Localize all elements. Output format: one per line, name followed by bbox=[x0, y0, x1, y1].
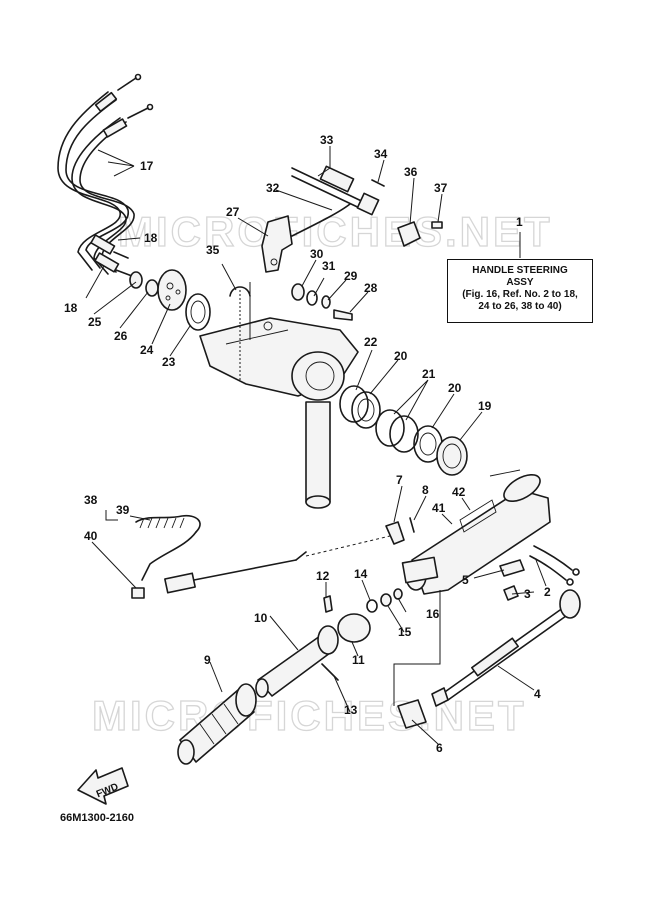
part-24-plate bbox=[157, 269, 187, 311]
watermark-top: MICROFICHES.NET bbox=[118, 208, 553, 255]
callout-17: 17 bbox=[140, 159, 154, 173]
part-23-washer bbox=[185, 293, 211, 331]
part-11-collar bbox=[337, 613, 371, 643]
leader-lines bbox=[85, 146, 547, 745]
callout-31: 31 bbox=[322, 259, 336, 273]
callout-35: 35 bbox=[206, 243, 220, 257]
part-19 bbox=[436, 436, 468, 476]
callout-14: 14 bbox=[354, 567, 368, 581]
callout-40: 40 bbox=[84, 529, 98, 543]
part-15 bbox=[380, 593, 392, 607]
callout-39: 39 bbox=[116, 503, 130, 517]
callout-25: 25 bbox=[88, 315, 102, 329]
callout-19: 19 bbox=[478, 399, 492, 413]
part-36-block bbox=[397, 221, 421, 247]
callout-23: 23 bbox=[162, 355, 176, 369]
callout-21: 21 bbox=[422, 367, 436, 381]
callout-13: 13 bbox=[344, 703, 358, 717]
part-12-screw bbox=[323, 595, 333, 613]
part-34-pin bbox=[371, 179, 385, 187]
part-26 bbox=[145, 279, 159, 297]
stop-switch-lanyard bbox=[131, 514, 307, 599]
callout-8: 8 bbox=[422, 483, 429, 497]
callout-5: 5 bbox=[462, 573, 469, 587]
part-28-bolt bbox=[333, 309, 353, 321]
callout-12: 12 bbox=[316, 569, 330, 583]
callout-20-lower: 20 bbox=[448, 381, 462, 395]
callout-4: 4 bbox=[534, 687, 541, 701]
part-2-wire bbox=[533, 545, 573, 571]
callout-20-upper: 20 bbox=[394, 349, 408, 363]
callout-33: 33 bbox=[320, 133, 334, 147]
callout-7: 7 bbox=[396, 473, 403, 487]
part-35-clip bbox=[229, 286, 251, 297]
callout-32: 32 bbox=[266, 181, 280, 195]
callout-10: 10 bbox=[254, 611, 268, 625]
callout-2: 2 bbox=[544, 585, 551, 599]
part-10-grip-core bbox=[255, 625, 339, 698]
handle-tube bbox=[401, 469, 551, 595]
callout-28: 28 bbox=[364, 281, 378, 295]
callout-26: 26 bbox=[114, 329, 128, 343]
assembly-ref-line-1: (Fig. 16, Ref. No. 2 to 18, bbox=[462, 289, 578, 300]
part-9-grip bbox=[177, 683, 257, 765]
callout-29: 29 bbox=[344, 269, 358, 283]
callout-3: 3 bbox=[524, 587, 531, 601]
callout-1: 1 bbox=[516, 215, 523, 229]
assembly-subtitle: ASSY bbox=[506, 277, 534, 288]
part-37-pin bbox=[431, 221, 443, 229]
part-27-lever bbox=[261, 215, 293, 273]
callout-9: 9 bbox=[204, 653, 211, 667]
part-21-a bbox=[375, 409, 405, 447]
callout-41: 41 bbox=[432, 501, 446, 515]
steering-bracket bbox=[199, 317, 359, 509]
part-32-rod bbox=[291, 203, 351, 237]
part-29 bbox=[321, 295, 331, 309]
callout-22: 22 bbox=[364, 335, 378, 349]
callout-24: 24 bbox=[140, 343, 154, 357]
callout-34: 34 bbox=[374, 147, 388, 161]
part-22 bbox=[339, 385, 369, 423]
part-4-steering-cable bbox=[431, 589, 581, 707]
throttle-cables bbox=[57, 73, 154, 277]
part-33-shaft bbox=[291, 165, 380, 216]
part-16 bbox=[393, 588, 403, 600]
callout-30: 30 bbox=[310, 247, 324, 261]
assembly-title: HANDLE STEERING bbox=[472, 265, 568, 276]
callout-11: 11 bbox=[352, 653, 365, 667]
part-31 bbox=[306, 290, 318, 306]
callout-labels: 1 2 3 4 5 6 7 8 9 10 11 12 13 14 15 16 1… bbox=[64, 133, 551, 755]
callout-37: 37 bbox=[434, 181, 448, 195]
part-7 bbox=[385, 521, 405, 545]
callout-18-upper: 18 bbox=[144, 231, 158, 245]
callout-18-lower: 18 bbox=[64, 301, 78, 315]
drawing-code: 66M1300-2160 bbox=[60, 812, 135, 824]
part-5-plate bbox=[499, 559, 525, 577]
part-8-pin bbox=[409, 517, 415, 533]
fwd-arrow-icon: FWD bbox=[77, 767, 129, 805]
callout-38: 38 bbox=[84, 493, 98, 507]
callout-16: 16 bbox=[426, 607, 440, 621]
part-20-a bbox=[351, 391, 381, 429]
part-30 bbox=[291, 283, 305, 301]
watermark-bottom: MICROFICHES.NET bbox=[92, 692, 527, 739]
callout-6: 6 bbox=[436, 741, 443, 755]
part-21-b bbox=[389, 415, 419, 453]
part-6-bracket bbox=[397, 699, 427, 729]
callout-27: 27 bbox=[226, 205, 240, 219]
part-14 bbox=[366, 599, 378, 613]
part-3-nut bbox=[503, 585, 519, 601]
callout-36: 36 bbox=[404, 165, 418, 179]
callout-15: 15 bbox=[398, 625, 412, 639]
callout-42: 42 bbox=[452, 485, 466, 499]
assembly-ref-line-2: 24 to 26, 38 to 40) bbox=[478, 301, 562, 312]
assembly-note-box: HANDLE STEERING ASSY (Fig. 16, Ref. No. … bbox=[447, 259, 593, 323]
part-13-screw bbox=[321, 663, 339, 681]
